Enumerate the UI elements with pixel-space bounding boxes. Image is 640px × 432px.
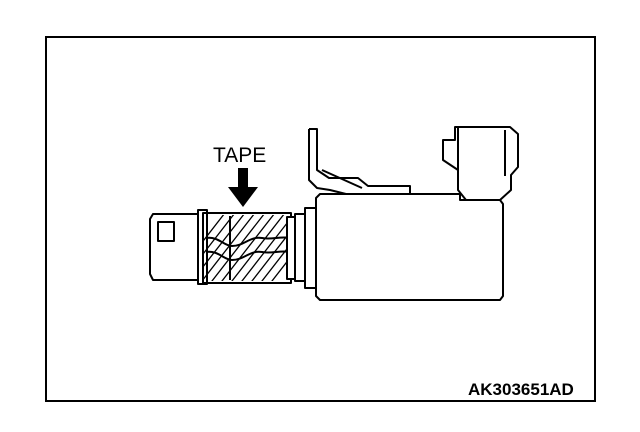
tape-label: TAPE: [213, 144, 266, 167]
figure-border: [45, 36, 596, 402]
down-arrow-icon: [228, 168, 258, 207]
valve-collar: [294, 207, 318, 289]
connector-housing: [442, 126, 519, 201]
solenoid-body: [315, 193, 504, 301]
mounting-bracket: [308, 128, 411, 196]
valve-tip: [149, 213, 198, 281]
figure-code: AK303651AD: [468, 380, 574, 399]
solenoid-valve: [149, 126, 519, 301]
